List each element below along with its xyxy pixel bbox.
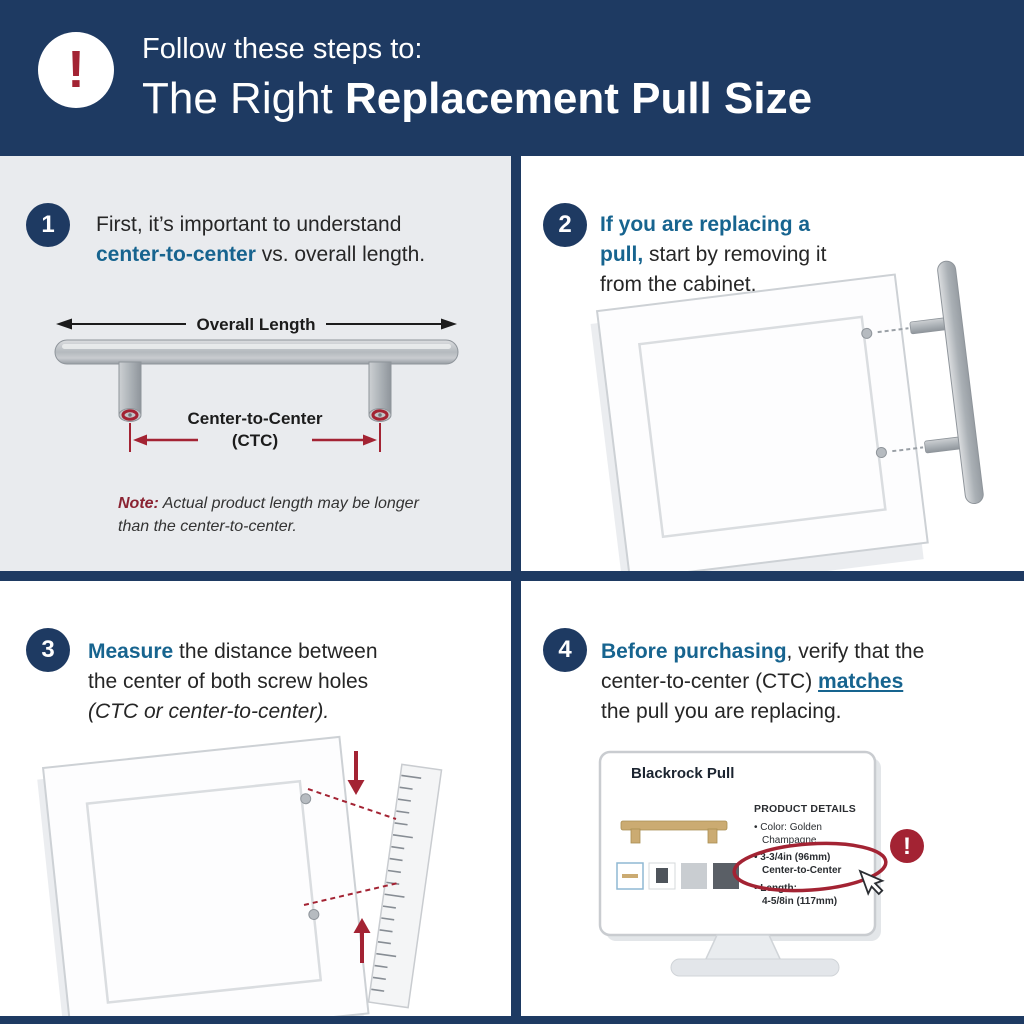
cabinet-pull-removal-illustration	[590, 260, 984, 571]
ctc-label-line1: Center-to-Center	[187, 409, 322, 428]
vertical-divider	[511, 156, 521, 1024]
header-banner: ! Follow these steps to: The Right Repla…	[0, 0, 1024, 156]
step-4-text-mid: , verify that the center-to-center (CTC)	[601, 640, 925, 693]
step-2-text-highlight: If you are replacing a pull,	[600, 213, 811, 266]
door-panel-inset	[638, 315, 887, 539]
step-3-text-italic: (CTC or center-to-center).	[88, 699, 330, 723]
horizontal-divider	[0, 571, 1024, 581]
step-2-text: If you are replacing a pull, start by re…	[600, 210, 850, 299]
bullet-length: • Length: 4-5/8in (117mm)	[754, 882, 838, 907]
step-2-number: 2	[543, 203, 587, 247]
step-3-text-highlight: Measure	[88, 640, 174, 663]
step-3-panel: 3 Measure the distance between the cente…	[0, 581, 511, 1016]
product-details: PRODUCT DETAILS • Color: Golden Champagn…	[754, 803, 882, 912]
pull-post	[909, 317, 948, 335]
note: Note: Actual product length may be longe…	[118, 492, 428, 538]
screw-hole-ring-icon	[371, 409, 389, 421]
screw-hole-ring-icon	[121, 409, 139, 421]
thumbnail	[713, 863, 739, 889]
pull-post	[924, 436, 962, 454]
note-label: Note:	[118, 495, 159, 512]
ruler-ticks	[371, 774, 422, 992]
step-1-text-highlight: center-to-center	[96, 242, 256, 266]
pull-post-left	[118, 361, 142, 422]
ruler	[367, 763, 443, 1009]
pull-post-right	[368, 361, 392, 422]
step-2-panel: 2 If you are replacing a pull, start by …	[521, 156, 1024, 571]
ctc-right-arrowhead-icon	[363, 434, 377, 446]
pull-dimensions-diagram: Overall Length Center-to-	[54, 315, 459, 452]
bullet-color: • Color: Golden Champagne	[754, 821, 822, 847]
guide-dashed-line	[307, 788, 397, 820]
step-1-text: First, it’s important to understand cent…	[96, 210, 456, 270]
page-title: The Right Replacement Pull Size	[142, 74, 812, 124]
product-thumbnails	[616, 862, 739, 890]
product-details-header: PRODUCT DETAILS	[754, 803, 856, 815]
screw-hole	[300, 793, 312, 805]
title-light: The Right	[142, 74, 345, 123]
note-text: Actual product length may be longer than…	[118, 495, 419, 536]
title-bold: Replacement Pull Size	[344, 74, 813, 123]
step-4-text-rest: the pull you are replacing.	[601, 699, 842, 723]
step-1-text-post: vs. overall length.	[255, 242, 426, 266]
header-eyebrow: Follow these steps to:	[142, 33, 423, 65]
ctc-left-arrowhead-icon	[133, 434, 147, 446]
step-3-text-rest: the distance between the center of both …	[88, 640, 378, 693]
cabinet-door	[37, 735, 370, 1016]
step-4-text-underlined: matches	[818, 669, 904, 693]
screw-hole	[308, 909, 320, 921]
exclamation-badge-icon: !	[38, 32, 114, 108]
step-4-text: Before purchasing, verify that the cente…	[601, 637, 966, 726]
step-3-number: 3	[26, 628, 70, 672]
up-arrow-icon	[353, 918, 371, 963]
step-3-text: Measure the distance between the center …	[88, 637, 398, 726]
pull-bar	[937, 260, 984, 505]
pull-bar	[54, 339, 459, 365]
product-name: Blackrock Pull	[631, 765, 735, 782]
product-pull-image	[620, 820, 728, 844]
monitor-stand-neck	[703, 934, 783, 962]
exclamation-mark: !	[67, 41, 85, 99]
ctc-label-line2: (CTC)	[232, 431, 278, 450]
step-4-panel: 4 Before purchasing, verify that the cen…	[521, 581, 1024, 1016]
left-arrowhead-icon	[56, 318, 72, 330]
down-arrow-icon	[347, 751, 365, 795]
step-2-text-rest: start by removing it from the cabinet.	[600, 242, 827, 296]
cabinet-door	[590, 260, 984, 571]
screw-hole	[861, 327, 873, 339]
bottom-border	[0, 1016, 1024, 1024]
step-4-text-highlight: Before purchasing	[601, 640, 787, 663]
bullet-ctc: • 3-3/4in (96mm) Center-to-Center	[754, 852, 842, 877]
right-arrowhead-icon	[441, 318, 457, 330]
screw-hole	[875, 447, 887, 459]
step-1-text-pre: First, it’s important to understand	[96, 213, 402, 236]
pull-bar-highlight	[62, 344, 451, 349]
overall-length-label: Overall Length	[196, 315, 315, 334]
monitor-stand-base	[670, 958, 840, 977]
door-panel-inset	[85, 779, 323, 1004]
step-1-number: 1	[26, 203, 70, 247]
overall-length-dimension: Overall Length	[56, 315, 457, 334]
guide-dashed-line	[303, 882, 399, 906]
thumbnail	[681, 863, 707, 889]
step-4-number: 4	[543, 628, 587, 672]
measuring-holes-illustration	[37, 735, 443, 1016]
step-1-panel: 1 First, it’s important to understand ce…	[0, 156, 511, 571]
ctc-dimension: Center-to-Center (CTC)	[129, 409, 381, 452]
